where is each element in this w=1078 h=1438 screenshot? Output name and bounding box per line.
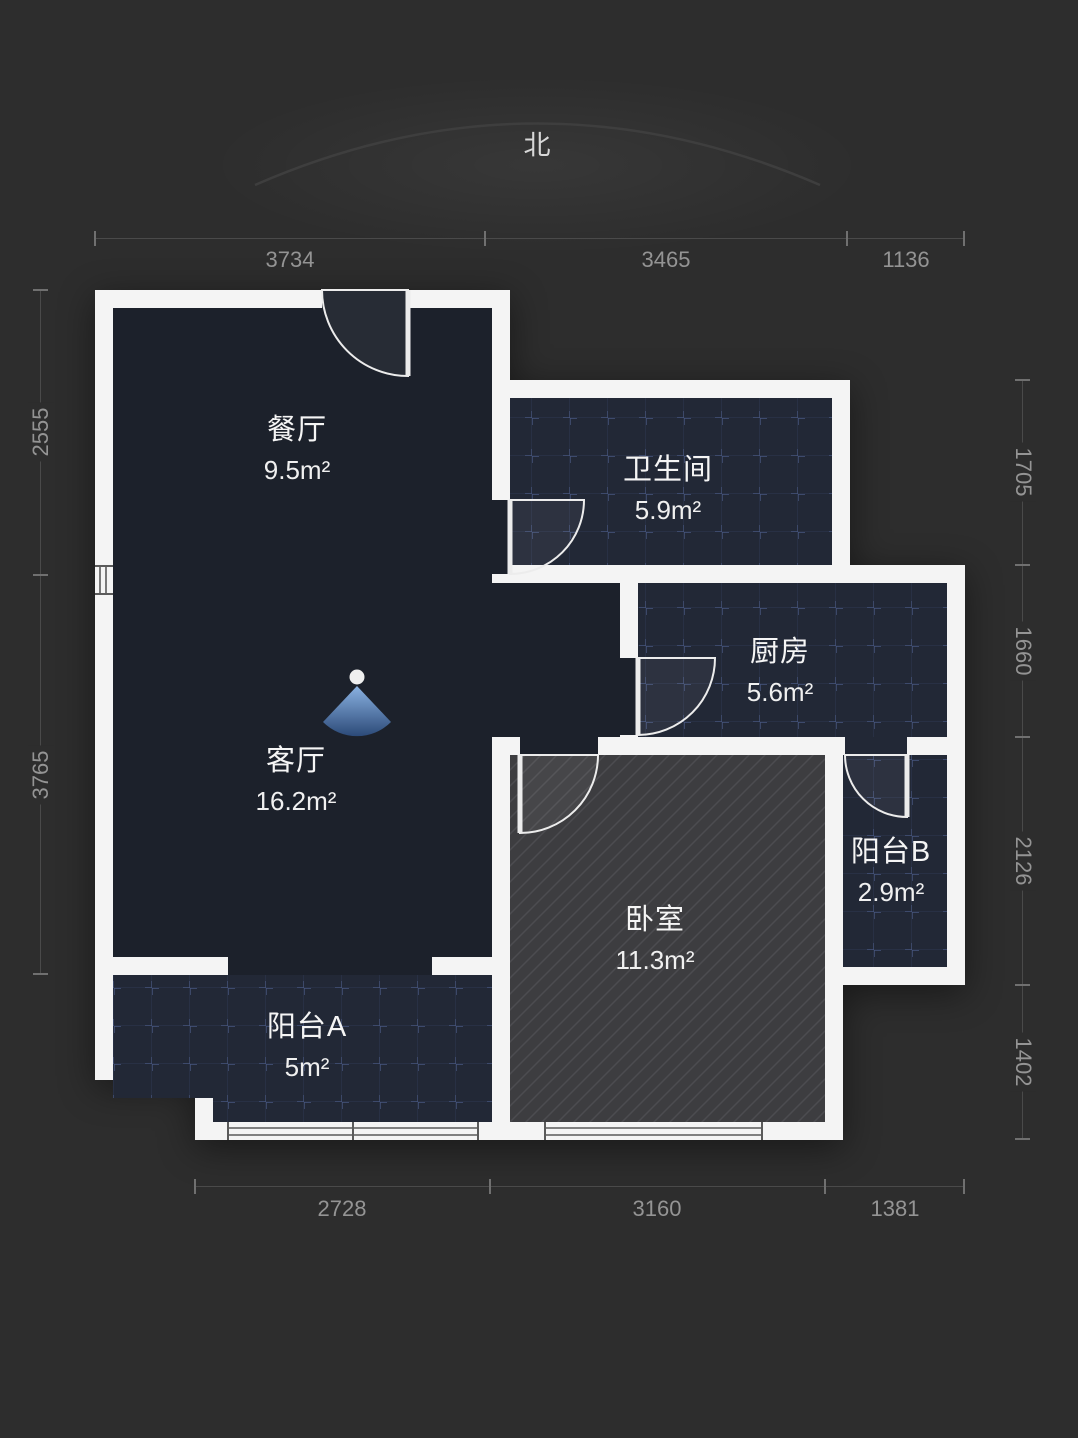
balcony-a-opening <box>228 957 432 975</box>
room-kitchen-floor <box>638 583 947 737</box>
room-label-kitchen: 厨房 5.6m² <box>747 628 813 708</box>
dim-right-4: 1402 <box>1010 1032 1036 1092</box>
balcony-b-door-swing-icon <box>843 754 910 819</box>
dim-bottom-1: 2728 <box>317 1196 367 1221</box>
balcony-a-area: 5m² <box>284 1052 330 1082</box>
dim-line-bottom: 2728 3160 1381 <box>194 1179 965 1221</box>
balcony-a-name: 阳台A <box>266 1011 348 1043</box>
bathroom-door-swing-icon <box>507 499 586 576</box>
north-glow <box>207 75 867 255</box>
room-living-dining-floor <box>113 308 620 957</box>
balcony-b-name: 阳台B <box>850 836 932 868</box>
kitchen-door-swing-icon <box>635 657 717 737</box>
north-arc <box>254 122 821 187</box>
dim-tick <box>94 231 96 246</box>
dim-line-right: 1705 1660 2126 1402 <box>1010 379 1036 1140</box>
dim-top-3: 1136 <box>882 247 930 272</box>
dim-right-3: 2126 <box>1010 831 1036 891</box>
dim-line-top: 3734 3465 1136 <box>94 231 965 272</box>
dim-bottom-2: 3160 <box>632 1196 682 1221</box>
dim-right-2: 1660 <box>1010 621 1036 681</box>
dim-tick <box>963 1179 965 1194</box>
kitchen-area: 5.6m² <box>746 677 814 707</box>
room-label-dining: 餐厅 9.5m² <box>264 406 330 486</box>
dim-left-2: 3765 <box>28 745 54 805</box>
dim-top-1: 3734 <box>265 247 315 272</box>
bathroom-area: 5.9m² <box>634 495 702 525</box>
balcony-b-area: 2.9m² <box>857 877 925 907</box>
room-label-balcony-a: 阳台A 5m² <box>267 1003 347 1083</box>
dim-tick <box>33 973 48 975</box>
bathroom-name: 卫生间 <box>622 454 714 486</box>
dining-name: 餐厅 <box>266 414 327 446</box>
room-bedroom-floor <box>510 755 825 1122</box>
living-name: 客厅 <box>265 745 327 777</box>
dining-area: 9.5m² <box>263 455 331 485</box>
kitchen-name: 厨房 <box>749 636 810 668</box>
living-side-window <box>95 565 113 595</box>
dim-tick <box>1015 736 1030 738</box>
bedroom-name: 卧室 <box>624 904 685 936</box>
dim-tick <box>484 231 486 246</box>
dim-tick <box>194 1179 196 1194</box>
dim-right-1: 1705 <box>1010 442 1036 502</box>
bathroom-door-opening <box>492 500 510 574</box>
dim-tick <box>33 289 48 291</box>
dim-tick <box>1015 984 1030 986</box>
north-label: 北 <box>523 130 551 161</box>
ceiling-light-icon <box>323 669 391 737</box>
dim-tick <box>1015 564 1030 566</box>
room-label-balcony-b: 阳台B 2.9m² <box>851 828 931 908</box>
dim-tick <box>33 574 48 576</box>
room-balcony-b-floor <box>843 755 947 967</box>
room-bathroom-floor <box>510 398 832 565</box>
room-label-bathroom: 卫生间 5.9m² <box>623 446 713 526</box>
room-label-living: 客厅 16.2m² <box>256 737 337 817</box>
bedroom-door-opening <box>520 737 598 755</box>
balcony-a-window <box>227 1122 479 1140</box>
bedroom-area: 11.3m² <box>615 945 695 975</box>
room-label-bedroom: 卧室 11.3m² <box>616 896 695 976</box>
dim-tick <box>963 231 965 246</box>
dim-left-1: 2555 <box>28 402 54 462</box>
bedroom-door-swing-icon <box>517 754 600 835</box>
room-balcony-a-floor <box>113 975 492 1122</box>
balcony-b-door-opening <box>845 737 907 755</box>
dim-top-2: 3465 <box>641 247 691 272</box>
dim-tick <box>1015 379 1030 381</box>
entry-door-opening <box>322 290 408 308</box>
dim-line-left: 2555 3765 <box>28 289 54 975</box>
living-area: 16.2m² <box>255 786 337 816</box>
dim-tick <box>1015 1138 1030 1140</box>
bedroom-window <box>544 1122 763 1140</box>
dim-tick <box>824 1179 826 1194</box>
entry-door-swing-icon <box>320 289 411 378</box>
dim-tick <box>489 1179 491 1194</box>
dim-tick <box>846 231 848 246</box>
dim-bottom-3: 1381 <box>870 1196 920 1221</box>
kitchen-door-opening <box>620 658 638 735</box>
